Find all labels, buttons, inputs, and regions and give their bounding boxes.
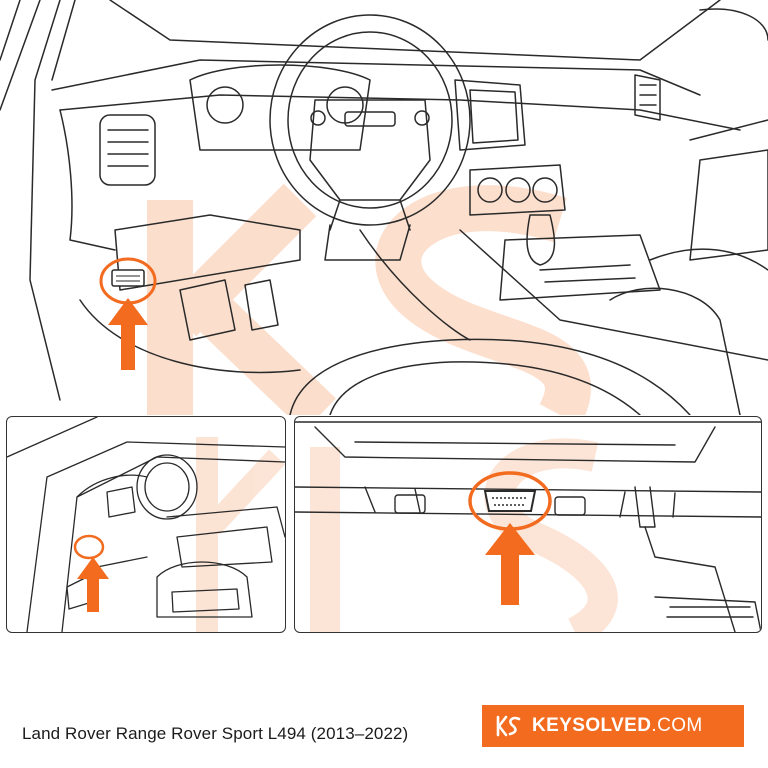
brand-badge: KEYSOLVED.COM bbox=[482, 705, 744, 747]
arrow-icon bbox=[77, 557, 109, 612]
inset-closeup-illustration bbox=[295, 421, 761, 632]
ks-watermark bbox=[147, 183, 591, 415]
obd-port-callout-main bbox=[99, 257, 157, 305]
brand-name: KEYSOLVED.COM bbox=[532, 715, 703, 736]
vehicle-caption: Land Rover Range Rover Sport L494 (2013–… bbox=[22, 724, 409, 743]
inset-obd-closeup bbox=[294, 416, 762, 633]
obd-port-callout-inset bbox=[73, 534, 105, 560]
arrow-icon bbox=[485, 523, 535, 605]
inset-door-illustration bbox=[7, 417, 285, 632]
main-interior-illustration bbox=[0, 0, 768, 415]
ks-logo-icon bbox=[496, 715, 521, 737]
inset-door-view bbox=[6, 416, 286, 633]
arrow-icon bbox=[108, 298, 148, 370]
